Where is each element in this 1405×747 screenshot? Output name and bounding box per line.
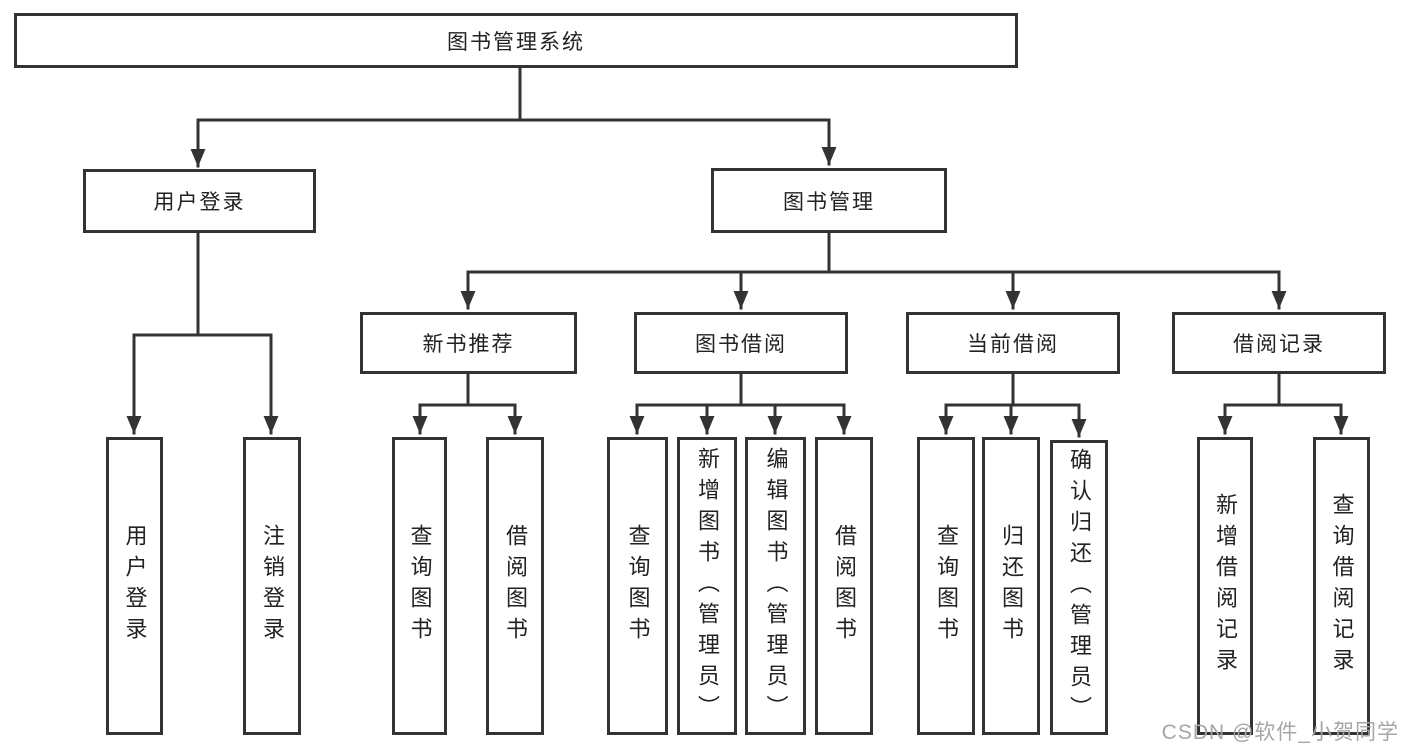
node-borrowing-records: 借阅记录: [1172, 312, 1386, 374]
node-query-borrow-record: 查询借阅记录: [1313, 437, 1370, 735]
node-add-books-admin: 新增图书（管理员）: [677, 437, 737, 735]
node-user-login-leaf: 用户登录: [106, 437, 163, 735]
node-query-books-current: 查询图书: [917, 437, 975, 735]
csdn-watermark: CSDN @软件_小贺同学: [1161, 721, 1399, 744]
node-edit-books-admin: 编辑图书（管理员）: [745, 437, 806, 735]
node-query-books-borrowing: 查询图书: [607, 437, 668, 735]
node-borrow-books-recommend: 借阅图书: [486, 437, 544, 735]
node-query-books-recommend: 查询图书: [392, 437, 447, 735]
tree-edges: [126, 66, 1349, 438]
node-return-books: 归还图书: [982, 437, 1040, 735]
node-new-book-recommend: 新书推荐: [360, 312, 577, 374]
node-confirm-return-admin: 确认归还（管理员）: [1050, 440, 1108, 735]
node-library-management-system: 图书管理系统: [14, 13, 1018, 68]
node-book-management: 图书管理: [711, 168, 947, 233]
node-add-borrow-record: 新增借阅记录: [1197, 437, 1253, 735]
node-borrow-books-leaf: 借阅图书: [815, 437, 873, 735]
node-logout: 注销登录: [243, 437, 301, 735]
node-current-borrowing: 当前借阅: [906, 312, 1120, 374]
node-user-login: 用户登录: [83, 169, 316, 233]
node-book-borrowing: 图书借阅: [634, 312, 848, 374]
